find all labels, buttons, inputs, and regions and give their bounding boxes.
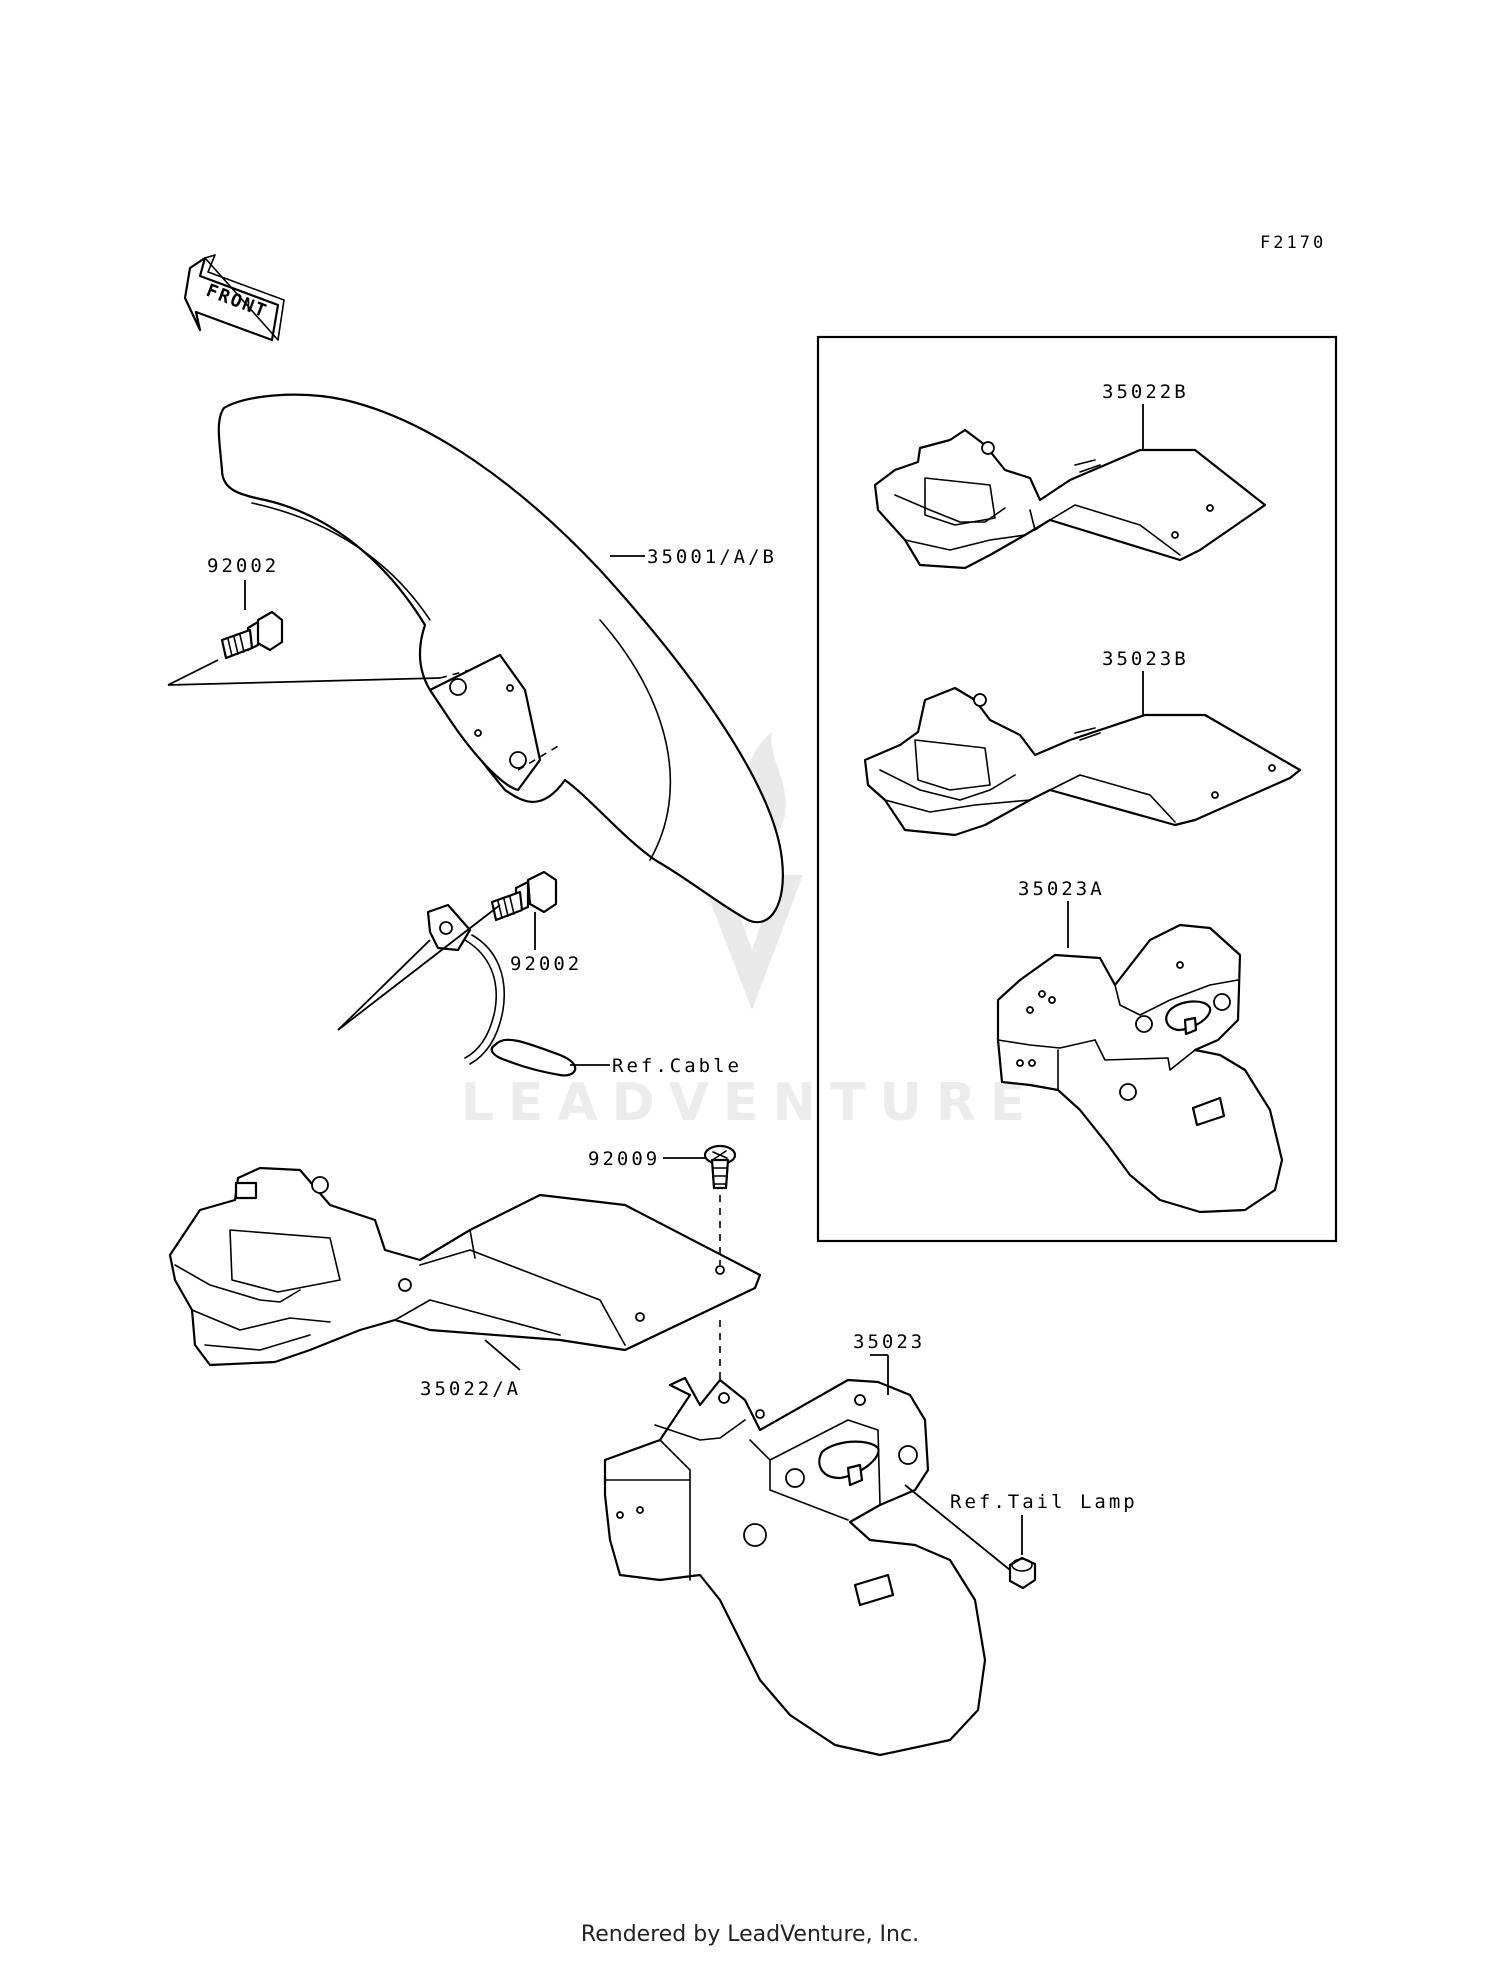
bolt-upper-icon bbox=[220, 610, 284, 660]
cable-clamp bbox=[426, 903, 577, 1077]
rear-fender-rear bbox=[603, 1376, 987, 1757]
screw-icon bbox=[703, 1144, 737, 1190]
label-rear-fender-front: 35022/A bbox=[420, 1378, 521, 1400]
fender-mount-hole-lower bbox=[509, 751, 527, 769]
label-inset-fender-rear-b: 35023B bbox=[1102, 648, 1189, 670]
label-screw: 92009 bbox=[588, 1148, 660, 1170]
watermark-text: LEADVENTURE bbox=[461, 1073, 1040, 1133]
rear-fender-front bbox=[168, 1166, 762, 1367]
label-ref-cable: Ref.Cable bbox=[612, 1055, 742, 1077]
label-inset-fender-b: 35022B bbox=[1102, 381, 1189, 403]
label-inset-fender-rear-a: 35023A bbox=[1018, 878, 1105, 900]
label-front-fender: 35001/A/B bbox=[647, 546, 777, 568]
footer-credit: Rendered by LeadVenture, Inc. bbox=[580, 1922, 920, 1947]
fender-mount-hole-upper bbox=[449, 678, 467, 696]
inset-fender-rear-a bbox=[996, 923, 1284, 1214]
bolt-lower-icon bbox=[490, 870, 558, 922]
label-rear-fender-rear: 35023 bbox=[853, 1331, 925, 1353]
front-arrow-icon: FRONT bbox=[183, 254, 285, 342]
diagram-code: F2170 bbox=[1260, 233, 1326, 253]
front-fender bbox=[217, 393, 784, 924]
inset-fender-b bbox=[873, 428, 1267, 570]
label-bolt-lower: 92002 bbox=[510, 953, 582, 975]
label-ref-tail-lamp: Ref.Tail Lamp bbox=[950, 1491, 1138, 1513]
tail-lamp-nut-icon bbox=[1008, 1556, 1037, 1590]
inset-fender-rear-b bbox=[863, 686, 1302, 837]
label-bolt-upper: 92002 bbox=[207, 555, 279, 577]
inset-box bbox=[816, 335, 1338, 1243]
